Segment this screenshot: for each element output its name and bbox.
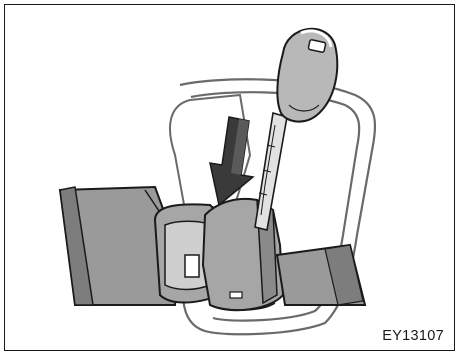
figure-code: EY13107 <box>382 328 444 344</box>
figure-frame: EY13107 <box>4 4 455 351</box>
buckle-body <box>203 199 283 310</box>
right-belt-strap <box>277 245 365 305</box>
key-head <box>277 29 337 122</box>
seatbelt-key-illustration <box>5 5 455 351</box>
